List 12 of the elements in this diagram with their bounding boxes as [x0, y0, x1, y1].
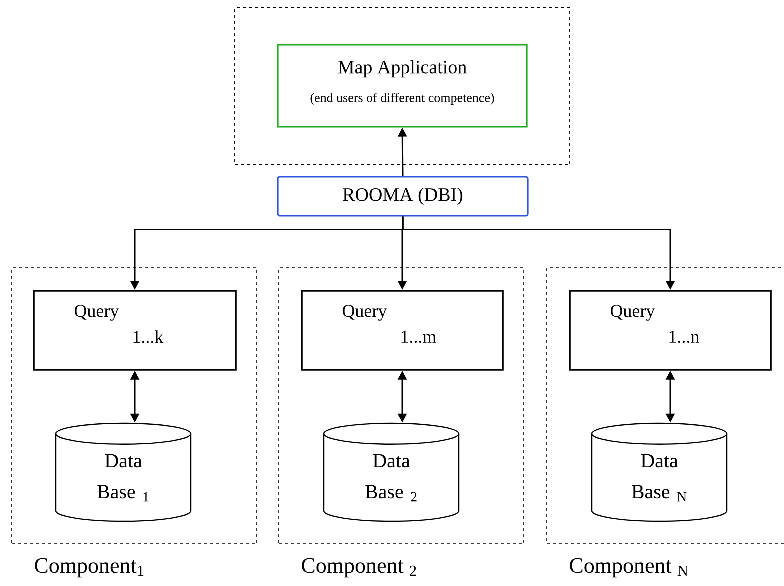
application-box: Map Application (end users of different competence) [277, 44, 528, 128]
database-cylinder: Data Base $_{2}$ [323, 422, 460, 522]
database-cylinder: Data Base $_{N}$ [591, 422, 728, 522]
query-box: Query 1...n [569, 290, 772, 371]
node-label: Component $_{N}$ [570, 558, 688, 578]
query-box: Query 1...k [33, 290, 237, 371]
node-label: Component$_{1}$ [35, 558, 144, 578]
node-label: Component $_{2}$ [302, 558, 416, 578]
database-cylinder: Data Base $_{1}$ [55, 422, 192, 522]
query-box: Query 1...m [301, 290, 504, 371]
interface-box: ROOMA (DBI) [277, 176, 529, 217]
dashed-frame [234, 8, 570, 166]
